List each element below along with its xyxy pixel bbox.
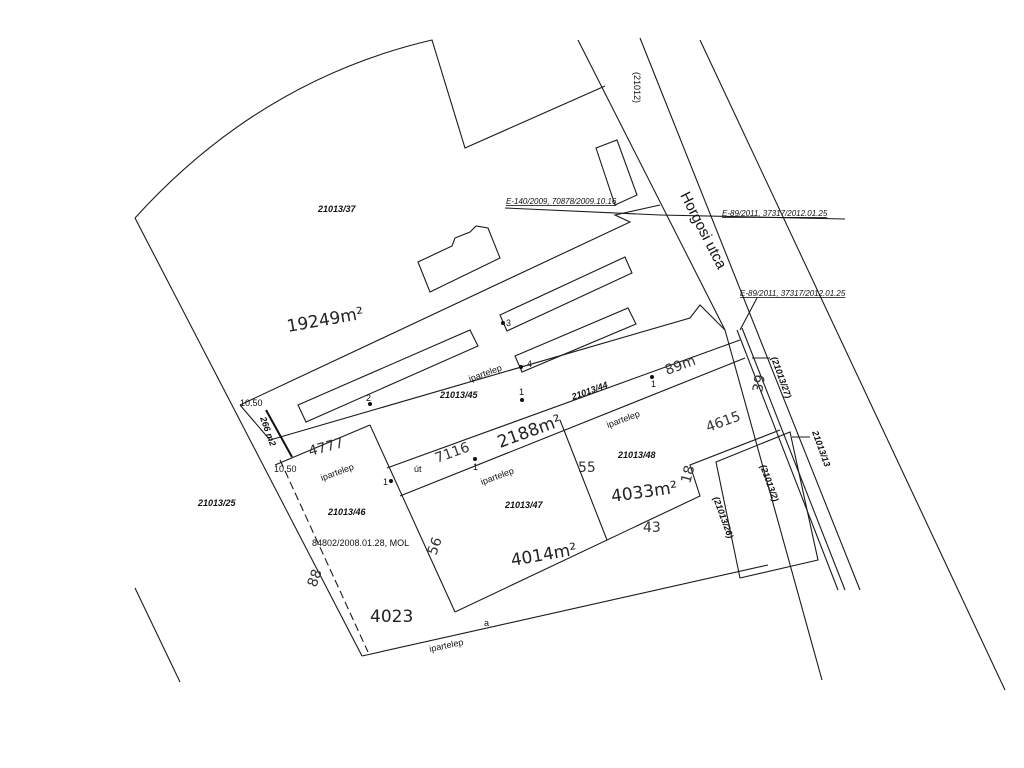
point-number: 2 [366,393,371,403]
handwritten-number: 4615 [704,409,743,436]
parcel-label-47: 21013/47 [504,500,544,510]
road-edge-right [639,37,861,591]
parcel-label-2: (21013/2) [758,463,781,503]
parcel-46-top [274,424,371,466]
parcel-37-boundary [134,39,606,219]
parcel-label-37: 21013/37 [317,204,357,214]
building [514,307,637,373]
handwritten-number: 43 [643,520,661,536]
point-number: 3 [506,318,511,328]
handwritten-number: 56 [425,535,446,557]
area-266: 266 m2 [258,414,278,447]
building [499,256,633,332]
point-number: 1 [651,379,656,389]
handwritten-number: 18 [678,464,698,485]
strip-266-edge [265,409,293,458]
outer-west-line [134,587,181,683]
site-inner-boundary [269,304,726,441]
road-edge-left [577,39,726,331]
strip-45-divider [239,404,271,441]
parcel-label-48: 21013/48 [617,450,656,460]
road-strip-upper [386,339,741,469]
dimension-10-50: 10.50 [274,464,297,474]
parcel-label-45: 21013/45 [439,390,479,400]
reference-2: E-89/2011, 37317/2012.01.25 [722,209,828,218]
road-inner-1 [736,329,839,591]
parcel-label-46: 21013/46 [327,507,367,517]
parcel-label-13: 21013/13 [810,428,833,468]
building [297,329,479,423]
point-number: 1 [383,477,388,487]
building [595,139,638,206]
street-parcel-label: (21012) [632,72,642,103]
leader-line [659,214,846,220]
label-a: a [484,618,489,628]
leader-line [739,297,758,331]
parcel-label-26: (21013/26) [711,495,735,539]
dashed-boundary [279,459,369,653]
handwritten-number: 4777 [307,435,346,460]
reference-4: 84802/2008.01.28, MOL [312,538,409,548]
road-inner-2 [741,327,846,591]
road-far-right [699,39,1006,691]
land-use-label: ipartelep [479,466,515,487]
street-name: Horgosi utca [676,189,730,272]
parcel-48-boundary [454,429,781,613]
point-number: 4 [527,359,532,369]
parcel-46-east [369,424,456,613]
leader-line [504,207,661,216]
parcel-47-48-divider [559,419,608,541]
handwritten-number: 39 [750,373,769,393]
point-number: 1 [473,462,478,472]
handwritten-area: 19249m² [285,304,365,337]
parcel-2 [715,431,819,579]
handwritten-number: 88 [305,567,326,589]
parcel-label-44: 21013/44 [569,380,609,403]
south-boundary [361,564,769,657]
handwritten-area: 4014m² [509,540,578,571]
land-use-label: ipartelep [467,363,503,384]
dimension-10-50: 10.50 [240,398,263,408]
land-use-label: ipartelep [319,462,355,483]
handwritten-number: 89m [663,353,698,379]
site-top-boundary [239,204,661,406]
point-number: 1 [519,387,524,397]
road-label: út [414,464,422,474]
handwritten-area: 4023 [370,607,413,627]
reference-1: E-140/2009, 70878/2009.10.16 [506,197,617,206]
handwritten-number: 55 [578,460,596,476]
road-edge-lower [724,329,823,681]
survey-points [368,321,654,483]
parcel-label-25: 21013/25 [197,498,237,508]
west-boundary [134,217,363,657]
handwritten-area: 2188m² [495,411,564,453]
building [417,225,501,293]
reference-3: E-89/2011, 37317/2012.01.25 [740,289,846,298]
handwritten-area: 4033m² [610,478,679,507]
handwritten-number: 7116 [433,440,472,467]
road-strip-lower [399,357,746,497]
